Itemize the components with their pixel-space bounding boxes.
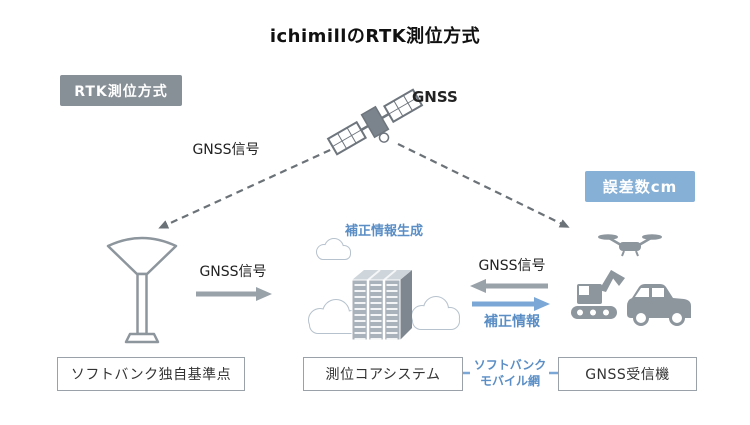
mobile-network-label: ソフトバンク モバイル網 bbox=[464, 358, 556, 389]
gnss-signal-label-base: GNSS信号 bbox=[199, 264, 267, 280]
base-station-antenna-icon bbox=[106, 236, 178, 344]
gnss-signal-label-satellite: GNSS信号 bbox=[192, 142, 260, 158]
page-title: ichimillのRTK測位方式 bbox=[269, 26, 481, 47]
core-system-icon bbox=[308, 238, 460, 341]
core-system-box: 測位コアシステム bbox=[303, 357, 463, 391]
drone-icon bbox=[598, 234, 662, 257]
base-station-box: ソフトバンク独自基準点 bbox=[57, 357, 245, 391]
gnss-receiver-box: GNSS受信機 bbox=[558, 357, 697, 391]
car-icon bbox=[627, 284, 691, 326]
gnss-signal-label-receiver: GNSS信号 bbox=[478, 258, 546, 274]
error-accuracy-badge: 誤差数cm bbox=[585, 171, 695, 202]
satellite-label: GNSS bbox=[412, 88, 458, 106]
rtk-method-badge: RTK測位方式 bbox=[60, 75, 182, 106]
gnss-satellite-icon bbox=[326, 88, 424, 156]
mobile-network-label-line1: ソフトバンク bbox=[473, 358, 547, 372]
excavator-icon bbox=[571, 270, 625, 319]
receiver-devices-icon bbox=[571, 234, 691, 326]
mobile-network-label-line2: モバイル網 bbox=[479, 373, 540, 388]
correction-info-label: 補正情報 bbox=[484, 314, 540, 330]
server-rack-icon bbox=[351, 269, 412, 341]
correction-generation-label: 補正情報生成 bbox=[344, 224, 423, 239]
